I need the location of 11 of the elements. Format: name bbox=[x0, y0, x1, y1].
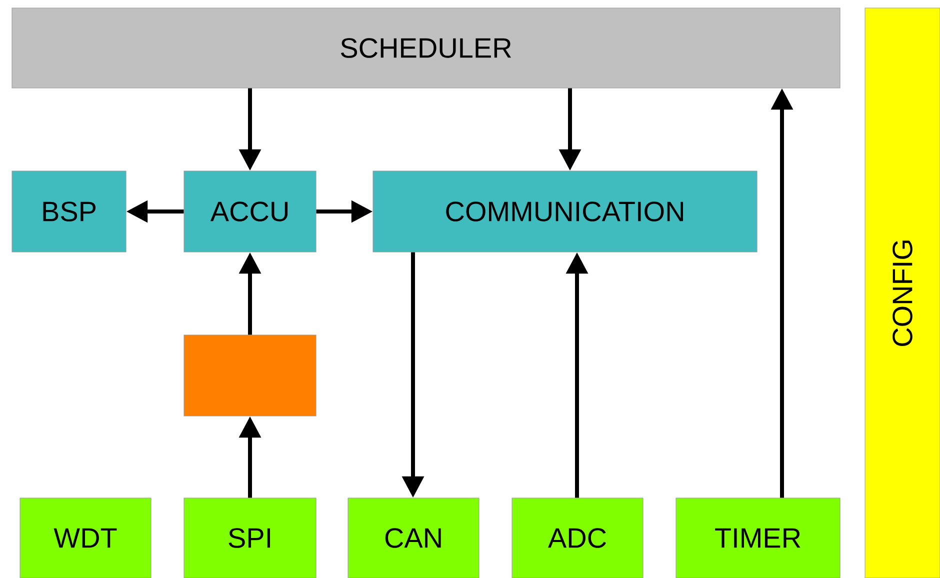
config-bar: CONFIG bbox=[864, 8, 940, 578]
driver-box: WDT bbox=[20, 498, 152, 578]
scheduler-box: SCHEDULER bbox=[12, 8, 840, 88]
driver-box: CAN bbox=[348, 498, 480, 578]
module-box: BSP bbox=[12, 170, 126, 252]
module-box: COMMUNICATION bbox=[372, 170, 758, 252]
driver-box: SPI bbox=[184, 498, 316, 578]
driver-box: ADC bbox=[512, 498, 644, 578]
chip-box bbox=[184, 334, 316, 416]
module-box: ACCU bbox=[184, 170, 316, 252]
driver-box: TIMER bbox=[676, 498, 840, 578]
